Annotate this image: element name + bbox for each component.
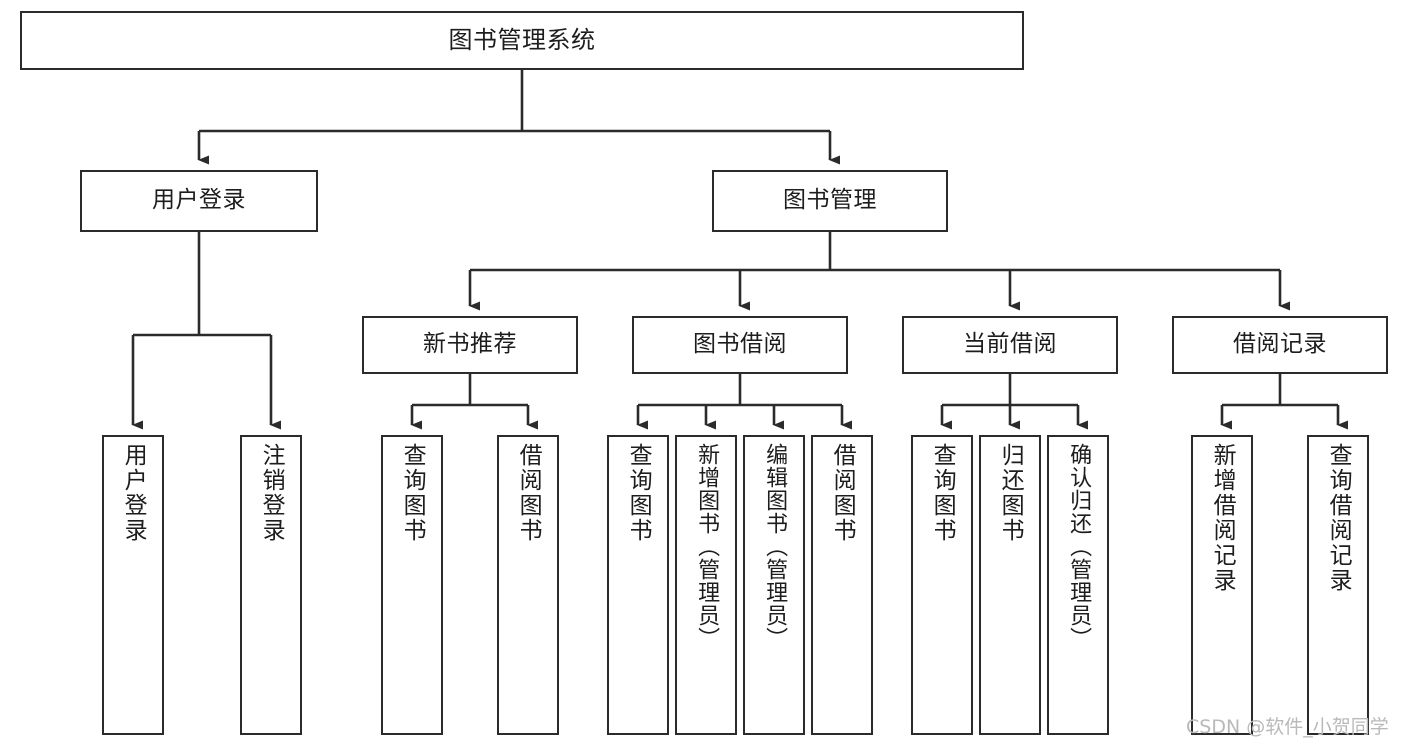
node-book-management[interactable]: 图书管理 xyxy=(712,170,948,232)
node-label: 当前借阅 xyxy=(963,331,1057,358)
csdn-watermark: CSDN @软件_小贺同学 xyxy=(1186,716,1389,738)
node-label: 新增借阅记录 xyxy=(1209,443,1236,593)
node-root-book-management-system[interactable]: 图书管理系统 xyxy=(20,11,1024,70)
node-label: 图书管理系统 xyxy=(448,26,596,55)
leaf-user-logout[interactable]: 注销登录 xyxy=(240,435,302,735)
node-label: 查询图书 xyxy=(625,443,652,543)
leaf-query-book-borrow[interactable]: 查询图书 xyxy=(607,435,669,735)
leaf-return-book[interactable]: 归还图书 xyxy=(979,435,1041,735)
leaf-edit-book-admin[interactable]: 编辑图书（管理员） xyxy=(743,435,805,735)
leaf-query-book-recommend[interactable]: 查询图书 xyxy=(381,435,443,735)
leaf-add-borrow-record[interactable]: 新增借阅记录 xyxy=(1191,435,1253,735)
node-label: 编辑图书（管理员） xyxy=(762,443,788,650)
leaf-borrow-book-recommend[interactable]: 借阅图书 xyxy=(497,435,559,735)
leaf-query-borrow-record[interactable]: 查询借阅记录 xyxy=(1307,435,1369,735)
leaf-add-book-admin[interactable]: 新增图书（管理员） xyxy=(675,435,737,735)
node-label: 图书管理 xyxy=(783,187,877,214)
node-label: 查询图书 xyxy=(929,443,956,543)
node-label: 确认归还（管理员） xyxy=(1066,443,1092,650)
node-current-borrow[interactable]: 当前借阅 xyxy=(902,316,1118,374)
leaf-confirm-return-admin[interactable]: 确认归还（管理员） xyxy=(1047,435,1109,735)
node-new-book-recommend[interactable]: 新书推荐 xyxy=(362,316,578,374)
node-label: 新增图书（管理员） xyxy=(694,443,720,650)
node-label: 用户登录 xyxy=(120,443,147,543)
node-label: 借阅图书 xyxy=(515,443,542,543)
node-label: 借阅记录 xyxy=(1233,331,1327,358)
node-label: 查询借阅记录 xyxy=(1325,443,1352,593)
node-label: 新书推荐 xyxy=(423,331,517,358)
node-label: 用户登录 xyxy=(152,187,246,214)
node-book-borrow[interactable]: 图书借阅 xyxy=(632,316,848,374)
node-label: 注销登录 xyxy=(258,443,285,543)
leaf-borrow-book[interactable]: 借阅图书 xyxy=(811,435,873,735)
node-label: 归还图书 xyxy=(997,443,1024,543)
leaf-user-login[interactable]: 用户登录 xyxy=(102,435,164,735)
node-user-login[interactable]: 用户登录 xyxy=(80,170,318,232)
node-label: 图书借阅 xyxy=(693,331,787,358)
node-label: 查询图书 xyxy=(399,443,426,543)
node-label: 借阅图书 xyxy=(829,443,856,543)
leaf-query-book-current[interactable]: 查询图书 xyxy=(911,435,973,735)
node-borrow-record[interactable]: 借阅记录 xyxy=(1172,316,1388,374)
